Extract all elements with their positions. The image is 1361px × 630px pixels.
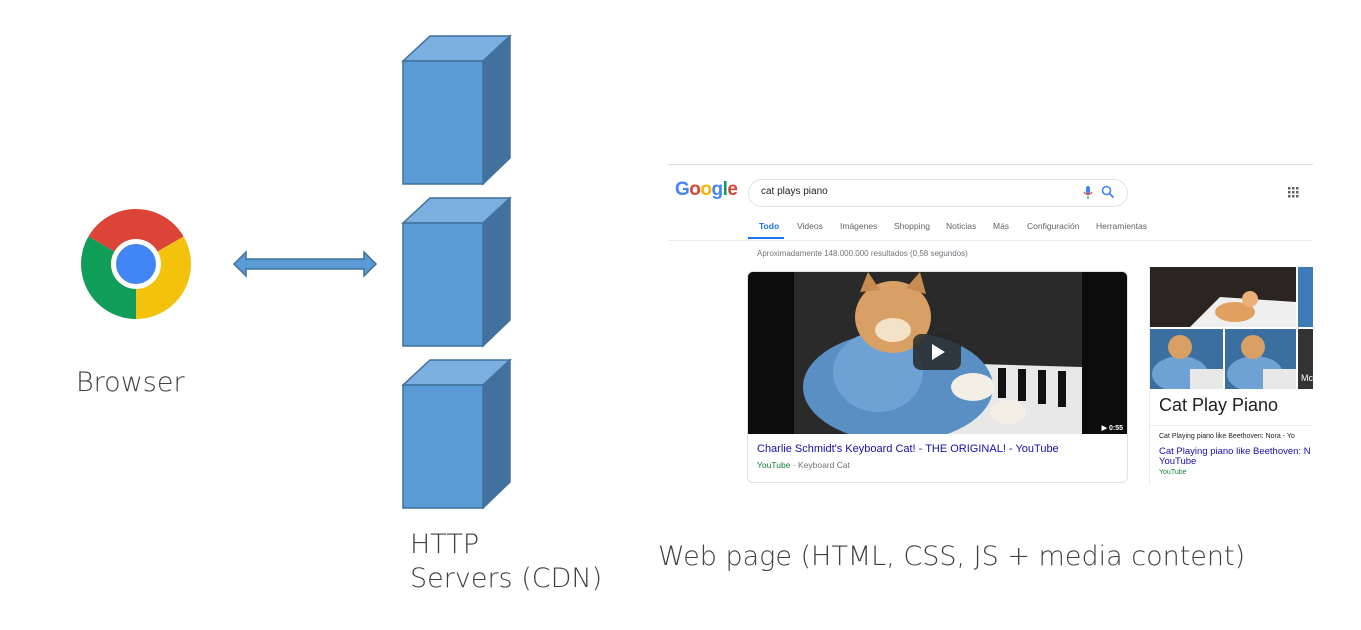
search-box[interactable]: cat plays piano [748, 179, 1128, 207]
google-logo: Google [675, 179, 738, 200]
apps-grid-icon[interactable] [1288, 187, 1299, 198]
active-tab-indicator [748, 237, 784, 239]
kp-image-side[interactable] [1298, 267, 1313, 327]
play-icon [932, 344, 945, 360]
tab-videos[interactable]: Videos [797, 221, 823, 231]
mic-icon[interactable] [1083, 185, 1093, 200]
kp-source: YouTube [1159, 469, 1187, 476]
video-thumbnail[interactable]: ▶ 0:55 [748, 272, 1127, 442]
kp-title: Cat Play Piano [1159, 395, 1279, 415]
kp-image-2[interactable] [1225, 329, 1296, 389]
result-stats: Aproximadamente 148.000.000 resultados (… [757, 249, 968, 258]
tab-todo[interactable]: Todo [759, 221, 780, 231]
play-button[interactable] [913, 334, 961, 370]
search-icon[interactable] [1101, 185, 1115, 199]
search-query: cat plays piano [761, 186, 828, 197]
tab-noticias[interactable]: Noticias [946, 221, 977, 231]
video-title-link[interactable]: Charlie Schmidt's Keyboard Cat! - THE OR… [757, 443, 1059, 455]
server-icon [401, 358, 512, 510]
kp-divider [1150, 425, 1313, 426]
divider [668, 240, 1313, 241]
chrome-icon [81, 209, 191, 319]
kp-image-main[interactable] [1150, 267, 1296, 327]
tab-configuracion[interactable]: Configuración [1027, 221, 1080, 231]
knowledge-panel: Mc Cat Play Piano Cat Playing piano like… [1149, 267, 1313, 485]
video-channel: · Keyboard Cat [792, 460, 850, 470]
server-icon [401, 34, 512, 186]
tab-shopping[interactable]: Shopping [894, 221, 930, 231]
server-icon [401, 196, 512, 348]
double-arrow [232, 250, 378, 278]
tab-herramientas[interactable]: Herramientas [1096, 221, 1148, 231]
kp-line: Cat Playing piano like Beethoven: Nora -… [1159, 433, 1295, 440]
tab-mas[interactable]: Más [993, 221, 1010, 231]
video-source-site: YouTube [757, 460, 791, 470]
servers-label: HTTP Servers (CDN) [410, 529, 603, 594]
video-duration: ▶ 0:55 [1101, 425, 1123, 432]
kp-more-label: Mc [1301, 373, 1313, 383]
video-result-card[interactable]: ▶ 0:55 Charlie Schmidt's Keyboard Cat! -… [747, 271, 1128, 483]
kp-link[interactable]: Cat Playing piano like Beethoven: N YouT… [1159, 446, 1311, 467]
webpage-label: Web page (HTML, CSS, JS + media content) [658, 541, 1246, 572]
kp-image-1[interactable] [1150, 329, 1223, 389]
tab-imagenes[interactable]: Imágenes [840, 221, 878, 231]
video-source: YouTube · Keyboard Cat [757, 460, 850, 470]
kp-image-more[interactable]: Mc [1298, 329, 1313, 389]
browser-label: Browser [76, 367, 185, 398]
webpage-screenshot: Google cat plays piano Todo Videos Imáge… [668, 164, 1313, 485]
